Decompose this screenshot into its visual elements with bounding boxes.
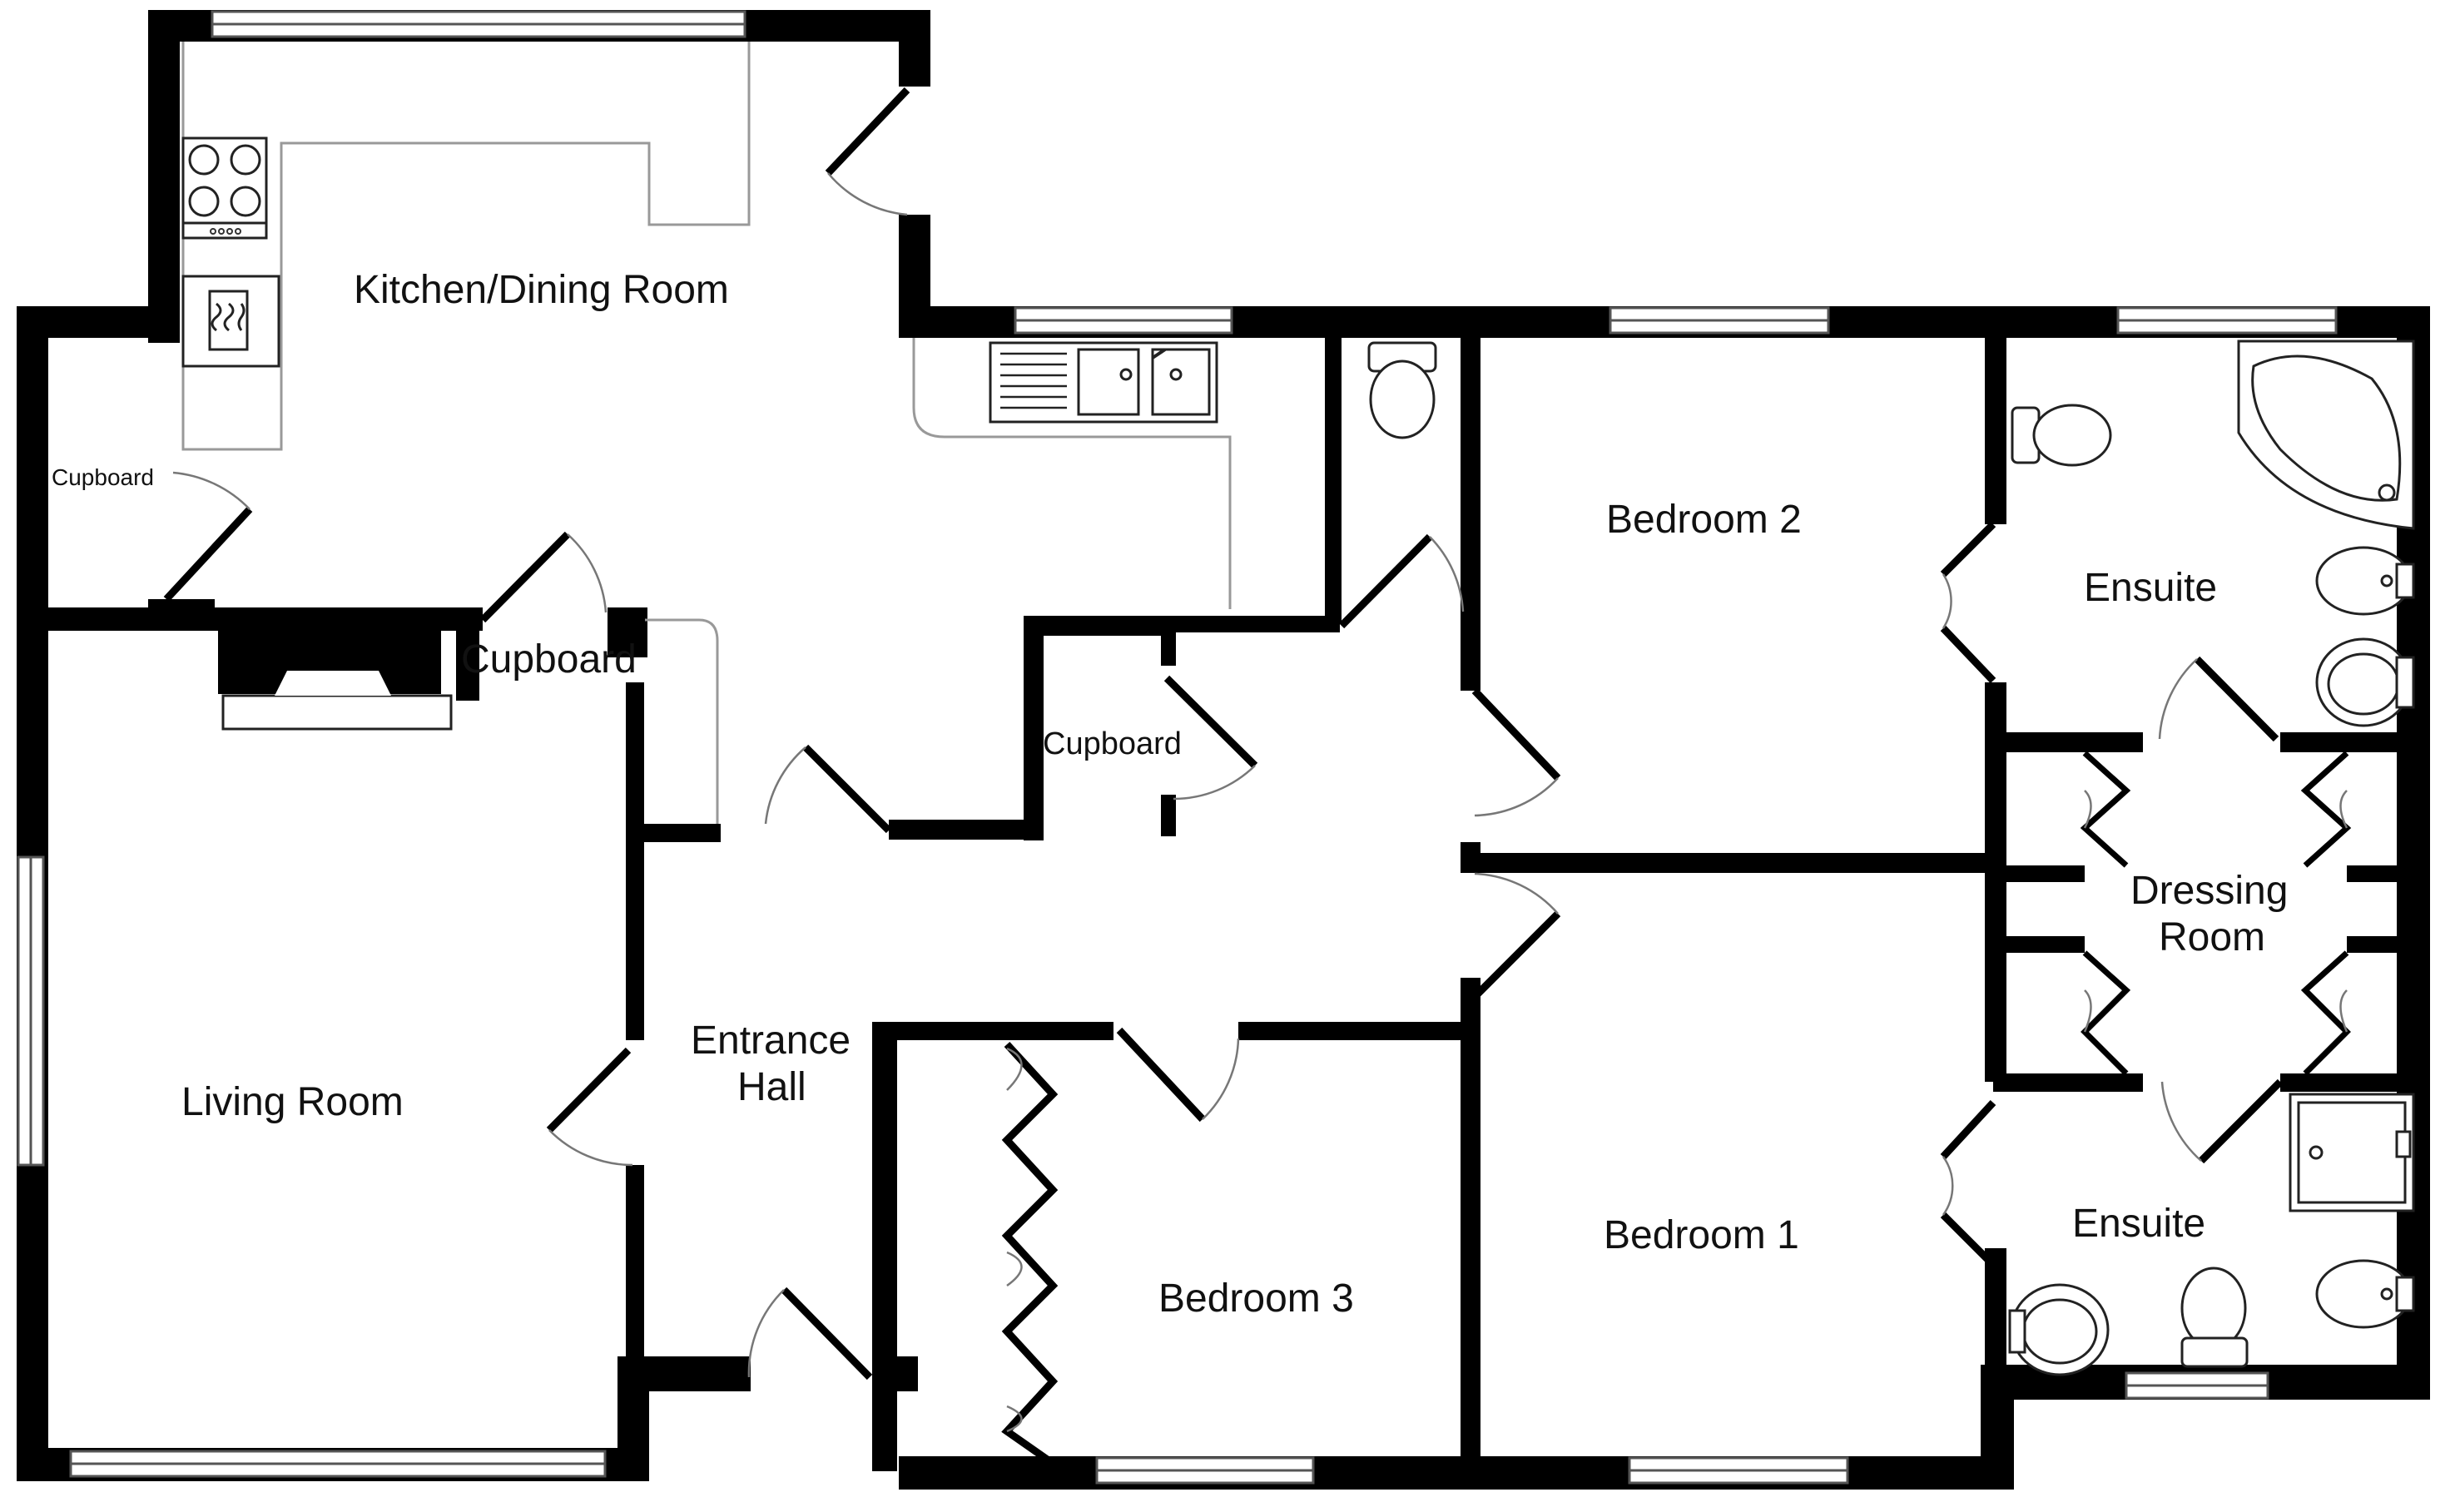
window-living-side xyxy=(17,855,45,1167)
door-ensuite-lower xyxy=(1940,1099,1996,1268)
door-kitchen-hall xyxy=(764,744,892,834)
room-label-bedroom2: Bedroom 2 xyxy=(1606,498,1802,542)
room-labels: Kitchen/Dining Room Living Room Entrance… xyxy=(52,268,2288,1321)
window-living-bottom xyxy=(69,1450,607,1478)
room-label-cupboard-hall: Cupboard xyxy=(1043,726,1182,761)
door-wc xyxy=(1338,533,1465,629)
walls xyxy=(17,10,2430,1490)
room-label-entrance-hall-line1: Entrance xyxy=(691,1019,851,1063)
window-bedroom2 xyxy=(1609,306,1830,335)
bidet-icon xyxy=(2315,1259,2415,1329)
hob-icon xyxy=(181,136,268,240)
bathroom-fittings xyxy=(1367,340,2415,1376)
door-kitchen-cupboard xyxy=(163,471,253,602)
room-label-bedroom1: Bedroom 1 xyxy=(1604,1213,1799,1257)
room-label-cupboard-kitchen: Cupboard xyxy=(52,464,154,490)
window-sink xyxy=(1014,306,1233,335)
room-label-dressing-line1: Dressing xyxy=(2130,869,2288,913)
door-kitchen-external xyxy=(825,87,910,216)
room-label-living: Living Room xyxy=(181,1080,404,1124)
door-living-cupboard xyxy=(479,531,608,623)
bath-icon xyxy=(2237,340,2415,530)
door-dressing-upper xyxy=(2158,656,2279,742)
window-bedroom3 xyxy=(1095,1456,1315,1485)
toilet-icon xyxy=(2180,1267,2249,1368)
room-label-ensuite-lower: Ensuite xyxy=(2072,1202,2205,1246)
window-kitchen xyxy=(211,10,746,38)
oven-icon xyxy=(181,275,280,368)
door-bedroom1 xyxy=(1471,872,1561,1000)
door-ensuite-upper xyxy=(1940,521,1996,684)
basin-icon xyxy=(2315,637,2415,727)
windows xyxy=(17,10,2338,1485)
door-front xyxy=(747,1286,873,1381)
room-label-ensuite-upper: Ensuite xyxy=(2084,566,2217,610)
door-dressing-lower xyxy=(2160,1078,2284,1164)
wardrobe-doors-bedroom3 xyxy=(1001,1041,1059,1464)
fireplace-icon xyxy=(221,671,453,731)
door-hall-cupboard xyxy=(1163,675,1258,801)
window-bedroom1 xyxy=(1628,1456,1849,1485)
room-label-kitchen-dining: Kitchen/Dining Room xyxy=(354,268,729,312)
door-bedroom2 xyxy=(1471,687,1561,817)
toilet-icon xyxy=(2011,404,2112,467)
doors xyxy=(163,87,2352,1464)
room-label-entrance-hall-line2: Hall xyxy=(737,1065,806,1109)
toilet-icon xyxy=(1367,341,1437,439)
window-ensuite-upper xyxy=(2116,306,2338,335)
door-bedroom3 xyxy=(1116,1027,1240,1123)
bidet-icon xyxy=(2315,546,2415,616)
window-ensuite-lower xyxy=(2125,1371,2269,1400)
basin-icon xyxy=(2008,1283,2110,1376)
room-label-bedroom3: Bedroom 3 xyxy=(1158,1277,1354,1321)
door-living xyxy=(546,1047,633,1167)
kitchen-fittings xyxy=(181,42,1232,824)
room-label-dressing-line2: Room xyxy=(2159,915,2265,959)
sink-icon xyxy=(989,341,1218,424)
room-label-cupboard-living: Cupboard xyxy=(461,637,637,682)
shower-icon xyxy=(2289,1093,2415,1212)
wardrobe-doors-dressing xyxy=(2080,751,2352,1076)
